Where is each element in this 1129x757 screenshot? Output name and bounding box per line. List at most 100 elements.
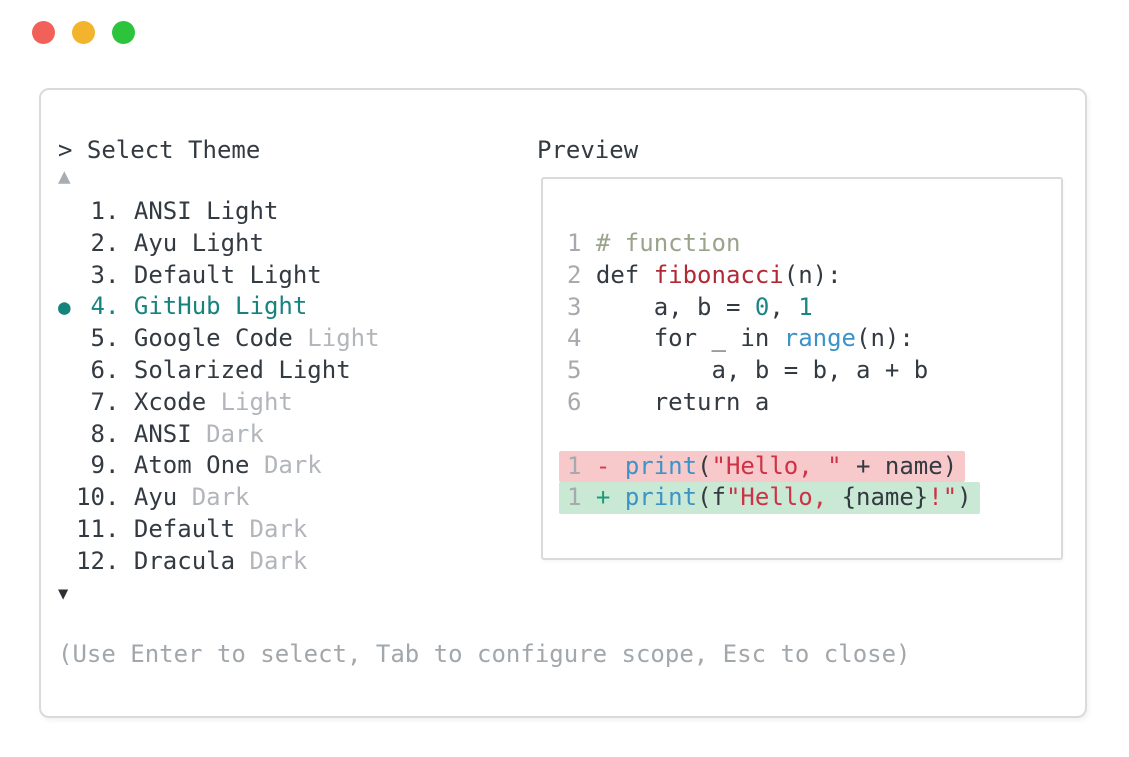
theme-label: . GitHub Light [105, 292, 308, 321]
code-line-content [559, 419, 575, 451]
code-token: # function [595, 229, 741, 257]
preview-title: Preview [537, 136, 639, 164]
line-number: 4 [567, 324, 596, 353]
code-token: a, b = b, a + b [595, 356, 929, 385]
theme-option-ayu-dark[interactable]: 10. Ayu Dark [58, 482, 380, 514]
scroll-up-icon: ▲ [58, 164, 71, 188]
code-token: range [783, 324, 856, 353]
theme-label: . Xcode [105, 387, 207, 416]
window-minimize-button[interactable] [72, 21, 95, 44]
code-line-content: 3 a, b = 0, 1 [559, 292, 821, 324]
help-text: (Use Enter to select, Tab to configure s… [58, 640, 911, 668]
theme-label-variant: Dark [235, 514, 308, 543]
theme-label-variant: Light [292, 324, 380, 353]
code-token: , [769, 292, 799, 321]
diff-line-removed: 1 - print("Hello, " + name) [559, 450, 1061, 483]
code-token: def [595, 260, 654, 289]
theme-number: 7 [90, 387, 105, 416]
code-token: a, b = [595, 292, 755, 321]
code-token: 0 [754, 292, 770, 321]
code-token: for _ in [595, 324, 784, 353]
code-line: 1 # function [567, 228, 1061, 260]
theme-option-google-code-light[interactable]: 5. Google Code Light [58, 323, 380, 355]
code-token: - [595, 451, 625, 480]
line-number: 2 [567, 260, 596, 289]
code-token: return a [595, 387, 770, 416]
code-line-content: 1 # function [559, 228, 748, 260]
code-line-content: 1 - print("Hello, " + name) [559, 450, 966, 483]
theme-option-ansi-light[interactable]: 1. ANSI Light [58, 196, 380, 228]
theme-label: . Atom One [105, 451, 250, 480]
theme-option-default-light[interactable]: 3. Default Light [58, 260, 380, 292]
code-token: {name} [841, 483, 929, 512]
theme-label: . ANSI [105, 419, 192, 448]
theme-label: . Default Light [105, 260, 322, 289]
line-number: 1 [567, 229, 596, 257]
code-token: print [624, 483, 698, 512]
code-token: "Hello, " [711, 451, 842, 480]
code-token: ) [957, 483, 972, 512]
scroll-down-icon: ▼ [58, 584, 69, 604]
theme-number: 8 [90, 419, 105, 448]
window-controls [32, 21, 135, 44]
page-title: Select Theme [86, 136, 261, 164]
theme-option-xcode-light[interactable]: 7. Xcode Light [58, 387, 380, 419]
line-number: 3 [567, 292, 596, 321]
theme-number: 4 [90, 292, 105, 321]
code-token: ( [697, 451, 712, 480]
theme-label: . ANSI Light [105, 197, 279, 225]
window-close-button[interactable] [32, 21, 55, 44]
code-token: + [595, 483, 625, 512]
code-token: print [624, 451, 698, 480]
theme-label-variant: Dark [249, 451, 322, 480]
theme-option-solarized-light[interactable]: 6. Solarized Light [58, 355, 380, 387]
theme-label: . Ayu Light [105, 228, 264, 257]
code-token: (n): [783, 260, 842, 289]
code-line-content: 5 a, b = b, a + b [559, 355, 936, 387]
code-token: !" [928, 483, 958, 512]
theme-number: 3 [90, 260, 105, 289]
window-zoom-button[interactable] [112, 21, 135, 44]
theme-label-variant: Light [206, 387, 293, 416]
line-number: 1 [567, 451, 596, 480]
theme-label: . Solarized Light [105, 355, 351, 384]
theme-option-ayu-light[interactable]: 2. Ayu Light [58, 228, 380, 260]
code-line: 2 def fibonacci(n): [567, 260, 1061, 292]
theme-option-github-light[interactable]: ● 4. GitHub Light [58, 291, 380, 323]
theme-label-variant: Dark [177, 483, 250, 512]
theme-number: 12 [76, 546, 105, 575]
code-token: (n): [856, 324, 914, 353]
selected-bullet-icon: ● [58, 295, 71, 320]
theme-label: . Default [105, 514, 236, 543]
code-line-content: 2 def fibonacci(n): [559, 260, 850, 292]
prompt-symbol: > [58, 136, 73, 164]
code-line: 5 a, b = b, a + b [567, 355, 1061, 387]
theme-option-ansi-dark[interactable]: 8. ANSI Dark [58, 419, 380, 451]
code-token: fibonacci [653, 260, 784, 289]
theme-option-dracula-dark[interactable]: 12. Dracula Dark [58, 546, 380, 578]
dialog-title-line: > Select Theme [58, 134, 260, 166]
theme-number: 1 [90, 197, 105, 225]
theme-option-default-dark[interactable]: 11. Default Dark [58, 514, 380, 546]
diff-line-added: 1 + print(f"Hello, {name}!") [559, 482, 1061, 515]
code-line-content: 1 + print(f"Hello, {name}!") [559, 482, 980, 515]
code-token: 1 [798, 292, 813, 321]
code-line-content: 6 return a [559, 387, 777, 419]
code-token: + name) [841, 451, 958, 480]
theme-label-variant: Dark [191, 419, 264, 448]
line-number: 6 [567, 387, 596, 416]
code-line: 3 a, b = 0, 1 [567, 292, 1061, 324]
code-line-content: 4 for _ in range(n): [559, 323, 922, 355]
code-line: 4 for _ in range(n): [567, 323, 1061, 355]
line-number: 1 [567, 483, 596, 512]
code-line: 6 return a [567, 387, 1061, 419]
theme-number: 9 [90, 451, 105, 480]
theme-option-atom-one-dark[interactable]: 9. Atom One Dark [58, 450, 380, 482]
theme-number: 10 [76, 483, 105, 512]
theme-number: 6 [90, 355, 105, 384]
theme-label-variant: Dark [235, 546, 308, 575]
